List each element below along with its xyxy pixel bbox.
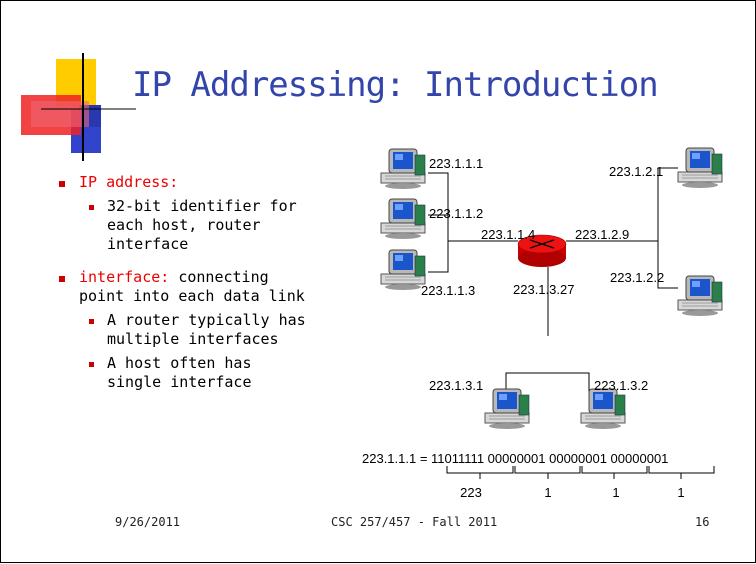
sub-bullet-square-icon [89, 319, 94, 324]
sub-bullet-line: each host, router [107, 216, 261, 234]
binary-address: 223.1.1.1 = 11011111 00000001 00000001 0… [362, 451, 668, 466]
sub-bullet-square-icon [89, 205, 94, 210]
sub-bullet: 32-bit identifier for each host, router … [51, 197, 351, 254]
octet-value: 1 [612, 485, 619, 500]
sub-bullet-line: 32-bit identifier for [107, 197, 297, 215]
ip-label: 223.1.1.2 [429, 206, 483, 221]
bullet-square-icon [59, 181, 65, 187]
sub-bullet-line: single interface [107, 373, 252, 391]
octet-braces [446, 466, 715, 479]
octet-value: 1 [677, 485, 684, 500]
sub-bullet-line: A router typically has [107, 311, 306, 329]
slide-title: IP Addressing: Introduction [132, 65, 659, 105]
ip-label: 223.1.2.1 [609, 164, 663, 179]
host-computer-icon [484, 388, 530, 430]
octet-value: 223 [460, 485, 482, 500]
ip-label: 223.1.3.1 [429, 378, 483, 393]
sub-bullet-line: interface [107, 235, 189, 253]
ip-label: 223.1.3.27 [513, 282, 574, 297]
bullet-label: interface: [79, 268, 170, 286]
footer-date: 9/26/2011 [115, 515, 181, 529]
bullet-label: IP address: [79, 173, 179, 191]
bullet-text-cont: point into each data link [79, 287, 305, 305]
sub-bullet: A host often has single interface [51, 354, 351, 392]
sub-bullet-line: A host often has [107, 354, 252, 372]
host-computer-icon [677, 147, 723, 189]
slide-logo-icon [21, 53, 136, 161]
ip-label: 223.1.1.3 [421, 283, 475, 298]
sub-bullet-line: multiple interfaces [107, 330, 279, 348]
ip-label: 223.1.3.2 [594, 378, 648, 393]
ip-label: 223.1.1.1 [429, 156, 483, 171]
ip-label: 223.1.1.4 [481, 227, 535, 242]
octet-value: 1 [544, 485, 551, 500]
bullet-square-icon [59, 276, 65, 282]
host-computer-icon [677, 275, 723, 317]
network-links [428, 167, 678, 395]
bullet-interface: interface: connecting point into each da… [51, 268, 351, 306]
host-computer-icon [380, 249, 426, 291]
ip-label: 223.1.2.2 [610, 270, 664, 285]
sub-bullet-square-icon [89, 362, 94, 367]
bullet-list: IP address: 32-bit identifier for each h… [51, 173, 351, 392]
footer-course: CSC 257/457 - Fall 2011 [331, 515, 498, 529]
router-icon [517, 234, 567, 267]
ip-label: 223.1.2.9 [575, 227, 629, 242]
host-computer-icon [380, 198, 426, 240]
host-computer-icon [580, 388, 626, 430]
bullet-text: connecting [169, 268, 269, 286]
sub-bullet: A router typically has multiple interfac… [51, 311, 351, 349]
footer-page-number: 16 [695, 515, 710, 529]
host-computer-icon [380, 148, 426, 190]
bullet-ip-address: IP address: [51, 173, 351, 192]
